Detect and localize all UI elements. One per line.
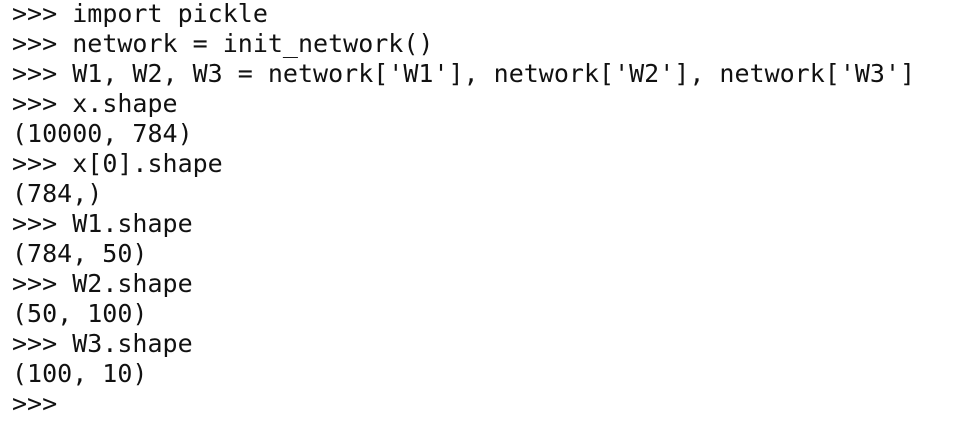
terminal-output-x0-shape: (784,)	[12, 179, 103, 208]
command-text: W1, W2, W3 = network['W1'], network['W2'…	[72, 59, 916, 88]
terminal-line-import: >>> import pickle	[12, 0, 964, 29]
command-text: W3.shape	[72, 329, 193, 358]
terminal-input-line[interactable]: >>>	[12, 389, 964, 419]
prompt: >>>	[12, 89, 73, 118]
terminal-output-w1-shape: (784, 50)	[12, 239, 148, 268]
terminal-output-w3-shape: (100, 10)	[12, 359, 148, 388]
prompt: >>>	[12, 59, 73, 88]
prompt: >>>	[12, 29, 73, 58]
terminal-line-w2-shape: >>> W2.shape	[12, 269, 964, 299]
terminal-line-w3-shape: >>> W3.shape	[12, 329, 964, 359]
command-text: x[0].shape	[72, 149, 223, 178]
prompt: >>>	[12, 329, 73, 358]
command-text: x.shape	[72, 89, 178, 118]
command-text: import pickle	[72, 0, 268, 28]
terminal-line-w1-shape: >>> W1.shape	[12, 209, 964, 239]
terminal-line-init-network: >>> network = init_network()	[12, 29, 964, 59]
prompt: >>>	[12, 269, 73, 298]
command-text: W1.shape	[72, 209, 193, 238]
prompt: >>>	[12, 209, 73, 238]
terminal-line-weights: >>> W1, W2, W3 = network['W1'], network[…	[12, 59, 964, 89]
prompt: >>>	[12, 149, 73, 178]
command-text: W2.shape	[72, 269, 193, 298]
command-text: network = init_network()	[72, 29, 434, 58]
terminal-output-w2-shape: (50, 100)	[12, 299, 148, 328]
terminal-output-x-shape: (10000, 784)	[12, 119, 193, 148]
final-prompt: >>>	[12, 389, 58, 418]
prompt: >>>	[12, 0, 73, 28]
terminal-line-x-shape: >>> x.shape	[12, 89, 964, 119]
terminal-line-x0-shape: >>> x[0].shape	[12, 149, 964, 179]
